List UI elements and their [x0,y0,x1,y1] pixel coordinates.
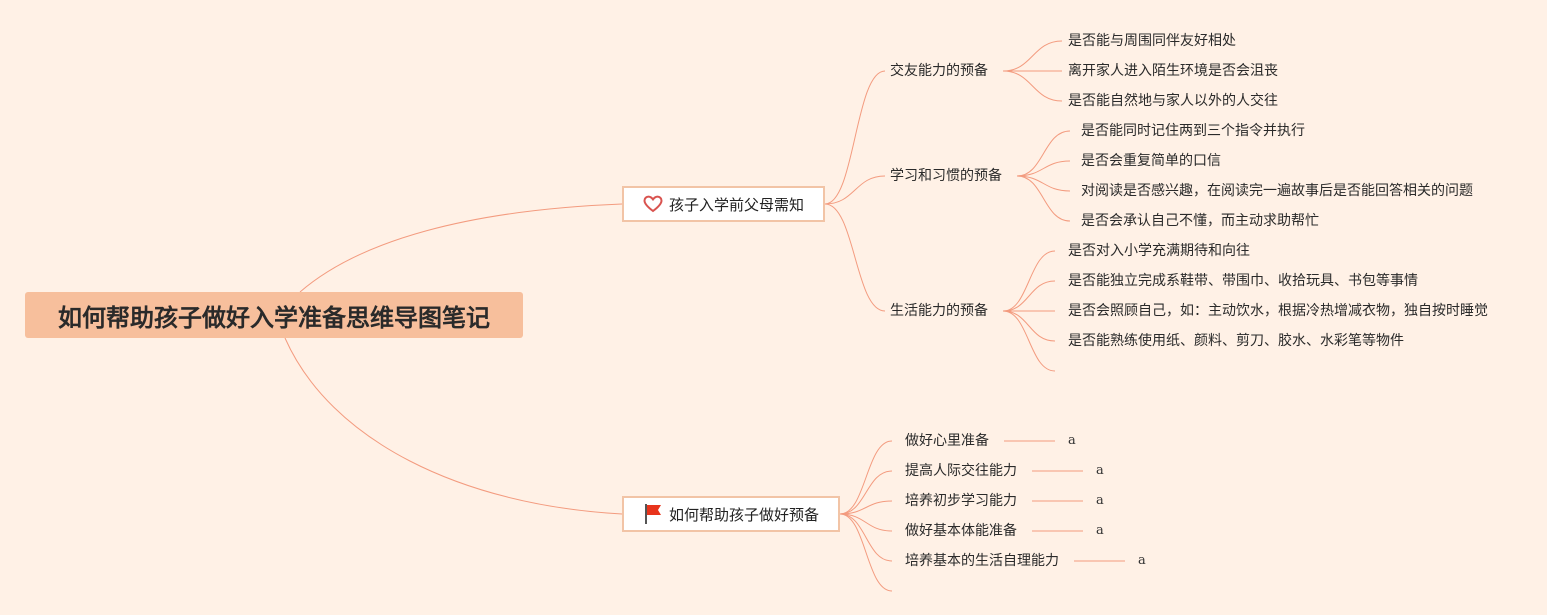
leaf-item[interactable]: 是否能同时记住两到三个指令并执行 [1081,123,1305,139]
leaf-item[interactable]: 是否会照顾自己，如：主动饮水，根据冷热增减衣物，独自按时睡觉 [1068,303,1488,319]
branch-how-to-help[interactable]: 如何帮助孩子做好预备 [622,496,840,532]
branch-subtopic-link [839,500,893,515]
subtopic-leaf-link [1002,40,1063,72]
subtopic-leaf-link [1002,250,1056,312]
subtopic-help-item[interactable]: 做好基本体能准备 [905,523,1017,539]
leaf-item[interactable]: 离开家人进入陌生环境是否会沮丧 [1068,63,1278,79]
child-topic-a[interactable]: a [1138,553,1146,568]
subtopic-leaf-link [1002,310,1056,342]
leaf-item[interactable]: 是否能独立完成系鞋带、带围巾、收拾玩具、书包等事情 [1068,273,1418,289]
root-branch-link [284,337,623,515]
branch-subtopic-link [839,513,893,592]
child-topic-a[interactable]: a [1096,523,1104,538]
branch-subtopic-link [824,175,886,205]
heart-icon [643,194,663,214]
leaf-item[interactable]: 是否能熟练使用纸、颜料、剪刀、胶水、水彩笔等物件 [1068,333,1404,349]
child-topic-a[interactable]: a [1096,493,1104,508]
child-topic-a[interactable]: a [1068,433,1076,448]
subtopic-social-skills[interactable]: 交友能力的预备 [890,63,988,79]
subtopic-leaf-link [1016,175,1071,222]
leaf-item[interactable]: 是否能与周围同伴友好相处 [1068,33,1236,49]
branch-subtopic-link [839,440,893,515]
branch-label: 如何帮助孩子做好预备 [668,505,819,524]
subtopic-help-item[interactable]: 提高人际交往能力 [905,463,1017,479]
branch-subtopic-link [839,513,893,532]
branch-subtopic-link [824,70,886,205]
branch-label: 孩子入学前父母需知 [668,195,804,214]
leaf-item[interactable]: 是否会重复简单的口信 [1081,153,1221,169]
leaf-item[interactable]: 是否会承认自己不懂，而主动求助帮忙 [1081,213,1319,229]
branch-parents-need-to-know[interactable]: 孩子入学前父母需知 [622,186,825,222]
subtopic-learning-habits[interactable]: 学习和习惯的预备 [890,168,1002,184]
subtopic-help-item[interactable]: 培养基本的生活自理能力 [905,553,1059,569]
branch-subtopic-link [824,203,886,312]
child-topic-a[interactable]: a [1096,463,1104,478]
subtopic-leaf-link [1016,160,1071,177]
leaf-item[interactable]: 对阅读是否感兴趣，在阅读完一遍故事后是否能回答相关的问题 [1081,183,1473,199]
subtopic-help-item[interactable]: 培养初步学习能力 [905,493,1017,509]
subtopic-leaf-link [1016,130,1071,177]
flag-icon [643,504,663,524]
subtopic-leaf-link [1002,310,1056,372]
leaf-item[interactable]: 是否能自然地与家人以外的人交往 [1068,93,1278,109]
root-branch-link [299,203,623,293]
branch-subtopic-link [839,513,893,562]
branch-subtopic-link [839,470,893,515]
subtopic-leaf-link [1016,175,1071,192]
root-topic[interactable]: 如何帮助孩子做好入学准备思维导图笔记 [25,292,523,338]
subtopic-leaf-link [1002,70,1063,102]
leaf-item[interactable]: 是否对入小学充满期待和向往 [1068,243,1250,259]
subtopic-life-skills[interactable]: 生活能力的预备 [890,303,988,319]
subtopic-leaf-link [1002,280,1056,312]
subtopic-help-item[interactable]: 做好心里准备 [905,433,989,449]
